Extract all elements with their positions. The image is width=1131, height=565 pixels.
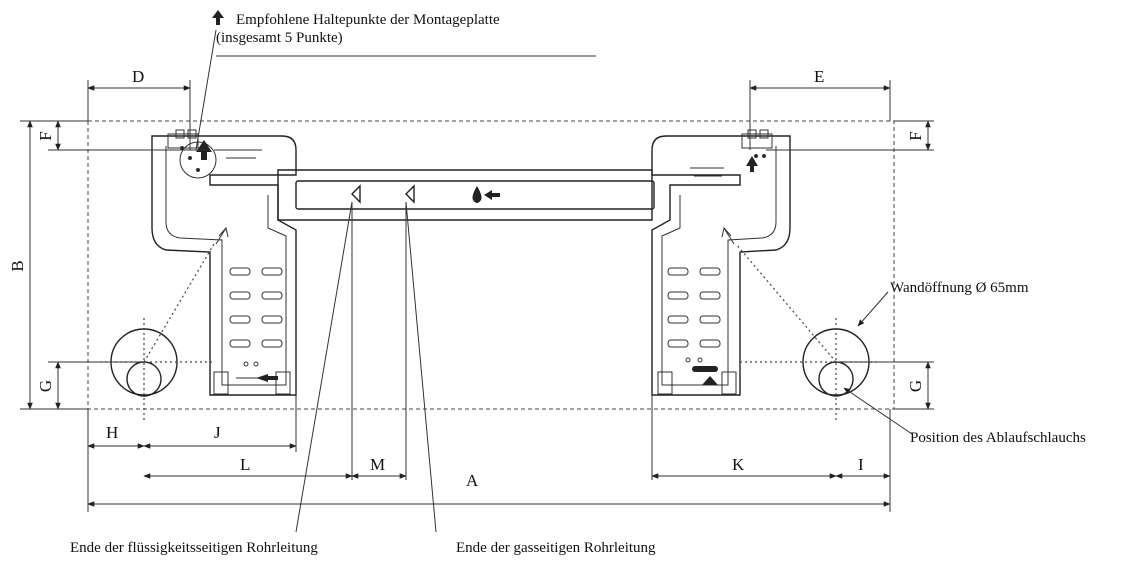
dim-label-B: B bbox=[8, 260, 27, 271]
right-bracket-slots bbox=[657, 267, 737, 395]
dim-label-F-left: F bbox=[36, 131, 55, 140]
wall-opening-note: Wandöffnung Ø 65mm bbox=[890, 280, 1029, 296]
right-bracket-bar bbox=[692, 366, 718, 372]
dim-label-A: A bbox=[466, 471, 479, 490]
dim-label-G-right: G bbox=[906, 380, 925, 392]
drain-hose-leader bbox=[843, 387, 913, 435]
liquid-pipe-end-mark bbox=[351, 184, 361, 204]
left-bracket-arrow-icon bbox=[256, 374, 268, 382]
mounting-plate bbox=[151, 129, 791, 396]
right-mounting-arrow-icon bbox=[746, 156, 758, 172]
left-bracket bbox=[151, 135, 297, 396]
left-bracket-slots bbox=[213, 267, 291, 395]
wall-opening-leader bbox=[857, 291, 889, 327]
left-guide-line bbox=[143, 243, 215, 363]
left-bracket-tilt-arrow-icon bbox=[215, 226, 229, 245]
right-guide-line bbox=[735, 243, 837, 363]
liquid-pipe-end-note: Ende der flüssigkeitsseitigen Rohrleitun… bbox=[70, 540, 318, 556]
right-bracket-top-details bbox=[685, 129, 773, 363]
gas-pipe-end-mark bbox=[405, 184, 415, 204]
right-bracket-tilt-arrow-icon bbox=[721, 226, 735, 245]
extension-lines bbox=[20, 29, 934, 533]
mount-point-arrow-icon bbox=[212, 10, 224, 25]
dimension-lines bbox=[27, 85, 931, 507]
left-bracket-top-details bbox=[167, 129, 262, 379]
dim-label-M: M bbox=[370, 455, 385, 474]
mount-points-note-line2: (insgesamt 5 Punkte) bbox=[216, 30, 343, 46]
right-bracket-inner bbox=[661, 146, 777, 386]
dim-label-G-left: G bbox=[36, 380, 55, 392]
mount-points-note-line1: Empfohlene Haltepunkte der Montageplatte bbox=[236, 12, 500, 28]
right-bracket-arrow-icon bbox=[702, 376, 718, 385]
gas-pipe-end-note: Ende der gasseitigen Rohrleitung bbox=[456, 540, 656, 556]
left-bracket-inner bbox=[165, 146, 287, 386]
dim-label-J: J bbox=[214, 423, 221, 442]
dim-label-K: K bbox=[732, 455, 745, 474]
cross-bar-slot bbox=[295, 180, 655, 210]
cross-bar bbox=[277, 169, 653, 221]
left-bracket-bar bbox=[268, 376, 278, 380]
dim-label-E: E bbox=[814, 67, 824, 86]
dim-label-L: L bbox=[240, 455, 250, 474]
drop-icon bbox=[472, 186, 482, 203]
dim-label-I: I bbox=[858, 455, 864, 474]
indoor-unit-outline bbox=[87, 120, 895, 410]
right-bracket bbox=[651, 135, 791, 396]
dim-label-D: D bbox=[132, 67, 144, 86]
dim-label-H: H bbox=[106, 423, 118, 442]
drain-hose-note: Position des Ablaufschlauchs bbox=[910, 430, 1086, 446]
dim-label-F-right: F bbox=[906, 131, 925, 140]
direction-arrow-icon bbox=[484, 190, 500, 200]
